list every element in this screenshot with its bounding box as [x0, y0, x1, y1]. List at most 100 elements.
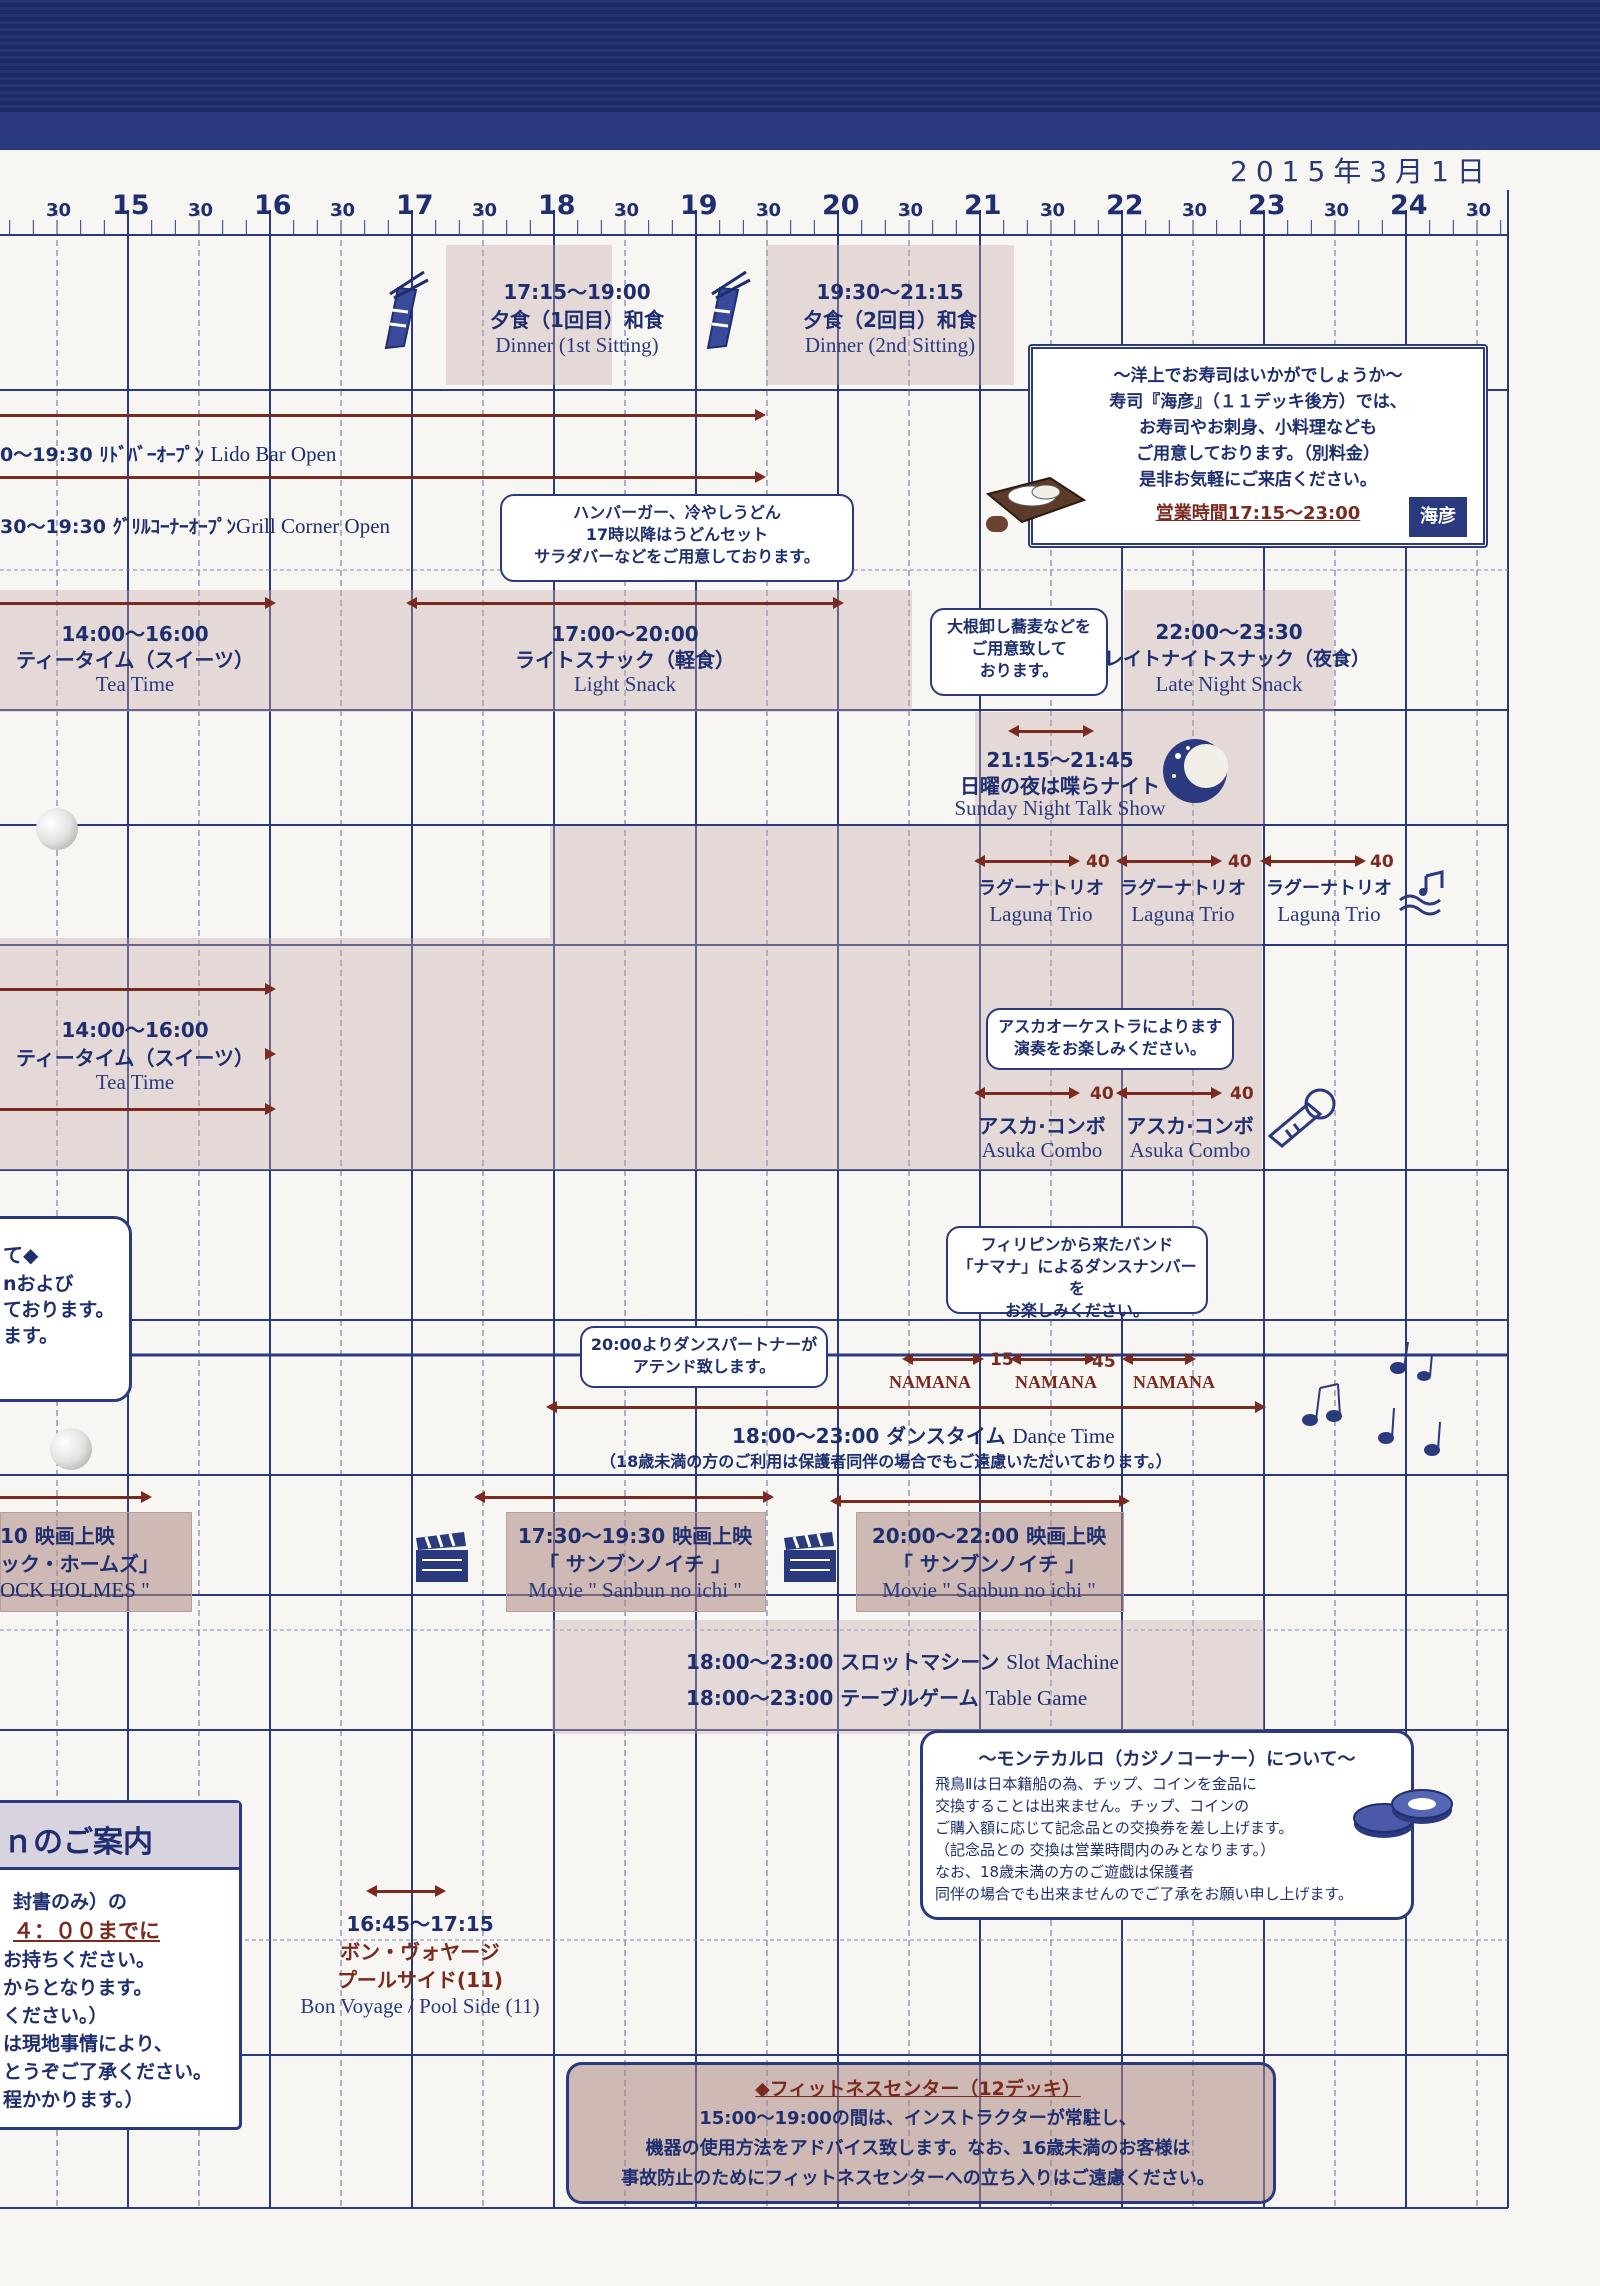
music-notes-icon: [1282, 1338, 1462, 1472]
half-hour-label: 30: [756, 200, 782, 221]
slot-ja: スロットマシーン: [840, 1650, 1000, 1674]
bonvoyage-ja-2: プールサイド(11): [336, 1968, 504, 1992]
dinner-2-time: 19:30～21:15: [816, 280, 964, 304]
namana-label-1: NAMANA: [889, 1372, 971, 1392]
partner-bubble-line-2: アテンド致します。: [632, 1357, 776, 1376]
namana-arrow-1: [902, 1353, 984, 1365]
soba-bubble-line-2: ご用意致して: [971, 639, 1067, 658]
grill-text: 30～19:30 ｸﾞﾘﾙｺｰﾅｰｵｰﾌﾟﾝGrill Corner Open: [0, 512, 390, 539]
top-banner-stripe: [0, 112, 1600, 150]
namana-num-1: 15: [990, 1350, 1014, 1370]
slot-time: 18:00～23:00: [686, 1650, 834, 1674]
sushi-hours: 営業時間17:15～23:00: [1155, 503, 1361, 524]
lightsnack-time: 17:00～20:00: [551, 622, 699, 646]
movie-2-ja: 「 サンブンノイチ 」: [892, 1552, 1086, 1576]
table-ja: テーブルゲーム: [840, 1686, 979, 1710]
laguna-ja-1: ラグーナトリオ: [978, 878, 1104, 899]
trumpet-icon: [1262, 1080, 1338, 1164]
hour-label: 23: [1248, 190, 1286, 221]
teatime-2-title: ティータイム（スイーツ）: [16, 1046, 254, 1070]
lido-text: 0～19:30 ﾘﾄﾞﾊﾞｰｵｰﾌﾟﾝ Lido Bar Open: [0, 440, 336, 467]
half-hour-label: 30: [330, 200, 356, 221]
half-hour-label: 30: [1040, 200, 1066, 221]
sushi-logo: 海彦: [1409, 497, 1467, 537]
chopsticks-icon: [368, 270, 432, 354]
hour-label: 24: [1390, 190, 1428, 221]
post-note-line-6: は現地事情により、: [3, 2033, 173, 2055]
montecarlo-line-4: （記念品との 交換は営業時間内のみとなります。）: [935, 1841, 1276, 1859]
hour-label: 15: [112, 190, 150, 221]
music-waves-icon: [1396, 870, 1452, 924]
teatime-1-en: Tea Time: [95, 672, 175, 696]
latenight-title: レイトナイトスナック（夜食）: [1104, 648, 1371, 670]
sushi-note: ～洋上でお寿司はいかがでしょうか～ 寿司『海彦』（１１デッキ後方）では、 お寿司…: [1028, 344, 1488, 548]
laguna-en-2: Laguna Trio: [1131, 902, 1235, 926]
dinner-1-block: [446, 245, 612, 385]
dinner-1-title: 夕食（1回目）和食: [490, 308, 664, 332]
dance-line: 18:00～23:00 ダンスタイム Dance Time: [732, 1420, 1115, 1449]
half-hour-label: 30: [472, 200, 498, 221]
sushi-line-1: ～洋上でお寿司はいかがでしょうか～: [1113, 366, 1403, 386]
movie-2-en: Movie " Sanbun no ichi ": [882, 1578, 1096, 1602]
combo-ja-1: アスカ·コンボ: [978, 1114, 1106, 1138]
post-note-line-7: とうぞご了承ください。: [3, 2061, 213, 2083]
post-note-title: ｎのご案内: [3, 1825, 153, 1860]
left-note-line-1: て◆: [3, 1243, 39, 1267]
half-hour-label: 30: [1466, 200, 1492, 221]
lido-arrow: [0, 409, 766, 421]
namana-num-2: 45: [1092, 1352, 1116, 1372]
half-hour-label: 30: [614, 200, 640, 221]
grill-time: 30～19:30 ｸﾞﾘﾙｺｰﾅｰｵｰﾌﾟﾝ: [0, 516, 237, 538]
pearl-ornament: [50, 1428, 92, 1470]
combo-arrow-2: [1116, 1087, 1222, 1099]
table-line: 18:00～23:00 テーブルゲーム Table Game: [686, 1682, 1087, 1711]
half-hour-label: 30: [188, 200, 214, 221]
laguna-ja-2: ラグーナトリオ: [1120, 878, 1246, 899]
bonvoyage-time: 16:45～17:15: [346, 1912, 494, 1936]
clapperboard-icon: [412, 1530, 472, 1590]
combo-arrow-1: [974, 1087, 1080, 1099]
half-hour-label: 30: [1324, 200, 1350, 221]
lightsnack-en: Light Snack: [573, 672, 677, 696]
partner-bubble-line-1: 20:00よりダンスパートナーが: [590, 1335, 818, 1354]
namana-bubble: フィリピンから来たバンド 「ナマナ」によるダンスナンバーを お楽しみください。: [946, 1226, 1208, 1320]
movie-left-line-1: 10 映画上映: [0, 1524, 115, 1548]
dance-note: （18歳未満の方のご利用は保護者同伴の場合でもご遠慮いただいております。）: [600, 1452, 1172, 1471]
teatime-1-time: 14:00～16:00: [61, 622, 209, 646]
dance-en: Dance Time: [1012, 1424, 1115, 1448]
post-note: ｎのご案内 封書のみ）の ４：００までに お持ちください。 からとなります。 く…: [0, 1800, 242, 2130]
montecarlo-line-3: ご購入額に応じて記念品との交換券を差し上げます。: [935, 1819, 1294, 1837]
movie-left-line-2: ック・ホームズ」: [0, 1552, 159, 1576]
fitness-line-2: 機器の使用方法をアドバイス致します。なお、16歳未満のお客様は: [645, 2138, 1191, 2159]
post-note-line-2: ４：００までに: [13, 1919, 160, 1943]
grill-bubble-line-3: サラダバーなどをご用意しております。: [534, 547, 820, 566]
latenight-block: [1124, 590, 1334, 712]
lido-time: 0～19:30 ﾘﾄﾞﾊﾞｰｵｰﾌﾟﾝ: [0, 444, 204, 466]
namana-arrow-2: [1010, 1353, 1096, 1365]
sushi-line-5: 是非お気軽にご来店ください。: [1139, 470, 1377, 490]
movie-1-block: [506, 1512, 766, 1612]
lightsnack-arrow: [406, 597, 844, 609]
post-note-line-4: からとなります。: [3, 1977, 153, 1999]
slot-line: 18:00～23:00 スロットマシーン Slot Machine: [686, 1646, 1119, 1675]
combo-num-1: 40: [1090, 1084, 1114, 1104]
half-hour-label: 30: [1182, 200, 1208, 221]
movie-left-arrow: [0, 1491, 152, 1503]
montecarlo-line-2: 交換することは出来ません。チップ、コインの: [935, 1797, 1250, 1815]
movie-left-line-3: OCK HOLMES ": [0, 1578, 150, 1602]
movie-2-title: 20:00～22:00 映画上映: [871, 1524, 1107, 1548]
hour-label: 17: [396, 190, 434, 221]
pearl-ornament: [36, 808, 78, 850]
teatime-2-arrow-top: [0, 983, 276, 995]
talkshow-title: 日曜の夜は喋らナイト: [960, 774, 1160, 798]
teatime-2-arrow-mid: [0, 1048, 276, 1060]
slot-en: Slot Machine: [1006, 1650, 1119, 1674]
soba-bubble: 大根卸し蕎麦などを ご用意致して おります。: [930, 608, 1108, 696]
lido-en: Lido Bar Open: [210, 442, 337, 466]
left-note-line-3: ております。: [3, 1299, 115, 1321]
laguna-num-1: 40: [1086, 852, 1110, 872]
namana-label-3: NAMANA: [1133, 1372, 1215, 1392]
half-hour-label: 30: [46, 200, 72, 221]
snack-row-block: [0, 590, 912, 712]
movie-1-arrow: [474, 1491, 774, 1503]
